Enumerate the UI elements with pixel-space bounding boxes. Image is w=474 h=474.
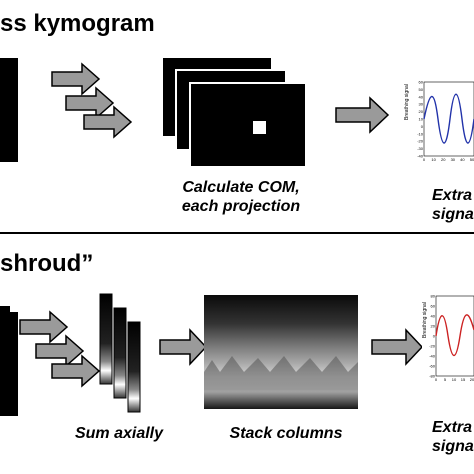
plot-ytick-label: 30 (419, 102, 424, 107)
arrow-group-top (51, 62, 133, 139)
plot-xtick-label: 10 (431, 157, 436, 162)
plot-ytick-label: 40 (431, 314, 436, 319)
signal-line (423, 93, 474, 144)
arrow-right-icon (83, 105, 133, 139)
plot-ytick-label: -60 (429, 364, 436, 369)
caption-calculate-com-line2: each projection (181, 198, 301, 216)
plot-xtick-label: 20 (441, 157, 446, 162)
stacked-columns-image (204, 295, 358, 409)
plot-xtick-label: 40 (460, 157, 465, 162)
projection-block-back (0, 306, 10, 406)
plot-xtick-label: 20 (470, 377, 474, 382)
plot-ytick-label: 20 (419, 109, 424, 114)
caption-sum-axially: Sum axially (74, 425, 164, 442)
bottom-plot-ylabel: Breathing signal (422, 302, 428, 338)
plot-ytick-label: -40 (417, 154, 424, 159)
plot-ytick-label: 60 (419, 80, 424, 85)
section-divider (0, 232, 474, 234)
top-plot-ylabel-box: Breathing signal (404, 84, 418, 156)
com-marker (253, 121, 266, 134)
plot-xtick-label: 0 (435, 377, 438, 382)
caption-calculate-com: Calculate COM, each projection (166, 178, 316, 216)
caption-extract-top-line2: signa (432, 206, 474, 224)
top-section-title: ss kymogram (0, 10, 155, 37)
top-plot-ylabel: Breathing signal (404, 84, 410, 120)
arrow-right-icon (335, 96, 390, 134)
bottom-plot-ylabel-box: Breathing signal (422, 298, 434, 374)
plot-ytick-label: -20 (429, 344, 436, 349)
signal-line (435, 314, 474, 357)
plot-ytick-label: 0 (433, 334, 436, 339)
plot-xtick-label: 5 (444, 377, 447, 382)
plot-ytick-label: -10 (417, 131, 424, 136)
projection-frame (189, 82, 307, 168)
plot-ytick-label: 50 (419, 87, 424, 92)
arrow-right-icon (51, 62, 101, 96)
caption-stack-columns: Stack columns (229, 425, 343, 442)
plot-ytick-label: 20 (431, 324, 436, 329)
plot-ytick-label: -80 (429, 374, 436, 379)
plot-xtick-label: 15 (461, 377, 466, 382)
summed-columns (99, 293, 141, 413)
plot-ytick-label: 80 (431, 294, 436, 299)
plot-ytick-label: -30 (417, 146, 424, 151)
plot-area (435, 295, 474, 377)
projection-block-back (0, 62, 10, 158)
summed-column (99, 293, 113, 385)
plot-ytick-label: -20 (417, 139, 424, 144)
arrow-right-icon (35, 334, 85, 368)
plot-area (423, 81, 474, 157)
caption-calculate-com-line1: Calculate COM, (182, 179, 300, 196)
caption-extract-top: Extra signa (432, 186, 474, 224)
bottom-section-title: shroud” (0, 250, 94, 277)
shroud-pattern (204, 356, 358, 390)
arrow-right-icon (51, 354, 101, 388)
plot-xtick-label: 30 (451, 157, 456, 162)
plot-ytick-label: 60 (431, 304, 436, 309)
caption-extract-bottom-line2: signa (432, 438, 474, 456)
breathing-signal-plot-bottom (422, 288, 474, 408)
summed-column (127, 321, 141, 413)
plot-ytick-label: 10 (419, 117, 424, 122)
arrow-right-icon (371, 328, 424, 366)
arrow-right-icon (159, 328, 208, 366)
arrow-group-bottom (19, 310, 101, 388)
plot-ytick-label: 40 (419, 94, 424, 99)
plot-xtick-label: 50 (470, 157, 474, 162)
plot-ytick-label: 0 (421, 124, 424, 129)
caption-extract-bottom-line1: Extra (432, 419, 473, 436)
plot-xtick-label: 0 (423, 157, 426, 162)
breathing-signal-plot-top (404, 70, 474, 180)
caption-extract-bottom: Extra signa (432, 418, 474, 456)
arrow-right-icon (65, 86, 115, 120)
plot-xtick-label: 10 (452, 377, 457, 382)
plot-ytick-label: -40 (429, 354, 436, 359)
arrow-right-icon (19, 310, 69, 344)
caption-extract-top-line1: Extra (432, 187, 473, 204)
summed-column (113, 307, 127, 399)
projection-frames-stack (161, 56, 307, 168)
